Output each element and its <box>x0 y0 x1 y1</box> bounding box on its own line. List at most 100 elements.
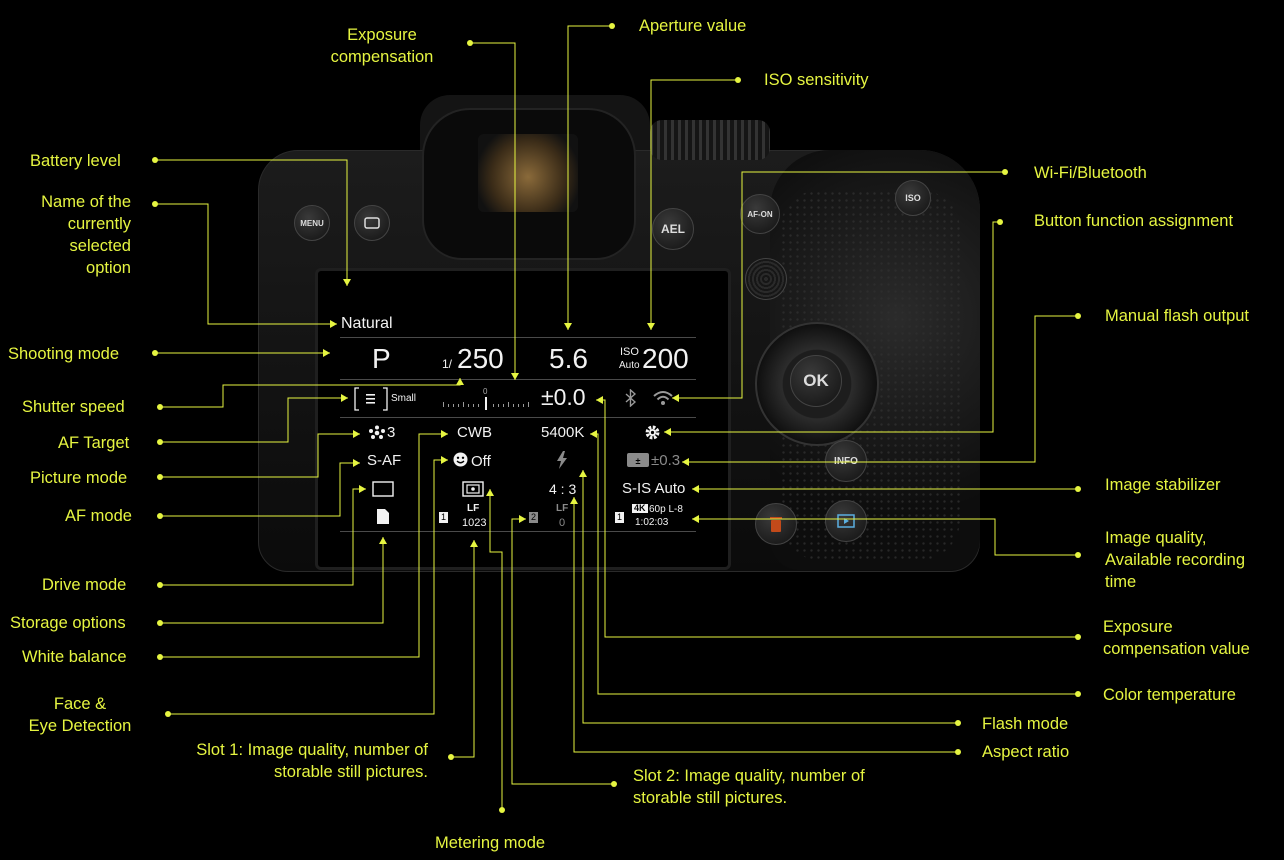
leader-drive-mode <box>160 488 366 586</box>
label-face-eye: Face & Eye Detection <box>28 695 132 735</box>
drive-mode-icon <box>372 481 394 497</box>
movie-slot-number: 1 <box>615 512 625 523</box>
arrow-pad <box>755 322 879 446</box>
leader-aspect <box>573 497 958 753</box>
size-label: Small <box>391 393 417 404</box>
face-icon <box>453 452 468 467</box>
iso-button: ISO <box>895 180 931 216</box>
slot2-count: 0 <box>559 517 566 529</box>
leader-manual-flash <box>682 315 1078 463</box>
leader-picture-mode <box>160 433 360 478</box>
label-metering-mode: Metering mode <box>435 834 546 852</box>
slot2-number: 2 <box>529 512 539 523</box>
separator <box>340 379 696 380</box>
gear-icon <box>645 425 660 440</box>
label-slot1: Slot 1: Image quality, number of storabl… <box>196 741 428 781</box>
af-target-number: 3 <box>387 424 396 441</box>
label-shutter-speed: Shutter speed <box>22 398 125 416</box>
exposure-scale-icon <box>443 397 529 410</box>
leader-af-target <box>160 397 348 443</box>
leader-iso <box>650 79 738 330</box>
leader-flash-mode <box>582 470 958 724</box>
shutter-prefix: 1/ <box>442 357 453 371</box>
mode-value: P <box>372 343 391 374</box>
movie-badge: 4K <box>632 503 648 513</box>
leader-white-balance <box>160 433 448 658</box>
separator <box>340 531 696 532</box>
label-af-target: AF Target <box>58 434 130 452</box>
shutter-value: 250 <box>457 343 504 374</box>
aperture-value: 5.6 <box>549 343 588 374</box>
leader-af-mode <box>160 462 360 517</box>
storage-icon <box>377 509 389 524</box>
label-aperture-value: Aperture value <box>639 17 747 35</box>
separator <box>340 417 696 418</box>
label-aspect-ratio: Aspect ratio <box>982 743 1070 761</box>
delete-button <box>755 503 797 545</box>
label-wifi-bluetooth: Wi-Fi/Bluetooth <box>1034 164 1147 182</box>
multi-selector <box>745 258 787 300</box>
label-picture-mode: Picture mode <box>30 469 128 487</box>
leader-wifi <box>672 171 1005 399</box>
color-temp-value: 5400K <box>541 424 585 441</box>
face-value: Off <box>471 453 491 470</box>
leader-color-temp <box>590 433 1078 695</box>
aspect-value: 4 : 3 <box>549 481 577 497</box>
af-mode-value: S-AF <box>367 452 402 469</box>
leader-metering <box>489 489 503 810</box>
iso-value: 200 <box>642 343 689 374</box>
menu-button: MENU <box>294 205 330 241</box>
label-button-function: Button function assignment <box>1034 212 1234 230</box>
label-slot2: Slot 2: Image quality, number of storabl… <box>633 767 865 807</box>
leader-slot1 <box>451 540 475 758</box>
leader-image-quality <box>692 518 1078 556</box>
label-image-stabilizer: Image stabilizer <box>1105 476 1221 494</box>
separator <box>340 337 696 338</box>
ok-button: OK <box>790 355 842 407</box>
label-shooting-mode: Shooting mode <box>8 345 119 363</box>
flash-output-value: ±0.3 <box>651 452 681 469</box>
info-button: INFO <box>825 440 867 482</box>
iso-top: ISO <box>620 346 639 358</box>
wifi-icon <box>653 391 673 405</box>
arrowheads <box>323 279 699 547</box>
playback-button <box>825 500 867 542</box>
label-option-name: Name of the currently selected option <box>41 193 131 277</box>
label-color-temperature: Color temperature <box>1103 686 1236 704</box>
af-target-icon <box>369 425 385 439</box>
bluetooth-icon <box>625 389 637 407</box>
leader-shutter <box>160 378 461 408</box>
label-storage-options: Storage options <box>10 614 126 632</box>
scale-zero: 0 <box>483 387 488 396</box>
leader-option-name <box>155 203 337 325</box>
trash-icon <box>770 517 782 532</box>
label-iso-sensitivity: ISO sensitivity <box>764 71 869 89</box>
label-manual-flash: Manual flash output <box>1105 307 1250 325</box>
control-dial <box>650 120 770 160</box>
iso-bottom: Auto <box>619 360 640 371</box>
label-image-quality: Image quality, Available recording time <box>1105 529 1246 591</box>
label-af-mode: AF mode <box>65 507 132 525</box>
movie-time: 1:02:03 <box>635 517 669 528</box>
lv-button <box>354 205 390 241</box>
movie-mode: 60p L-8 <box>649 504 683 515</box>
ael-button: AEL <box>652 208 694 250</box>
label-flash-mode: Flash mode <box>982 715 1069 733</box>
afon-button: AF-ON <box>740 194 780 234</box>
viewfinder <box>478 134 578 212</box>
slot1-number: 1 <box>439 512 449 523</box>
metering-icon <box>462 481 484 497</box>
leader-aperture <box>567 25 612 330</box>
label-exposure-compensation: Exposure compensation <box>330 26 434 66</box>
leader-slot2 <box>511 518 614 785</box>
leader-face <box>168 459 448 715</box>
wb-value: CWB <box>457 424 492 441</box>
label-exp-comp-value: Exposure compensation value <box>1103 618 1250 658</box>
exp-comp-value: ±0.0 <box>541 384 586 410</box>
slot2-quality: LF <box>556 503 569 514</box>
flash-icon <box>557 451 567 469</box>
picture-mode-icon <box>354 387 388 411</box>
stabilizer-value: S-IS Auto <box>622 480 686 497</box>
slot1-quality: LF <box>467 503 480 514</box>
